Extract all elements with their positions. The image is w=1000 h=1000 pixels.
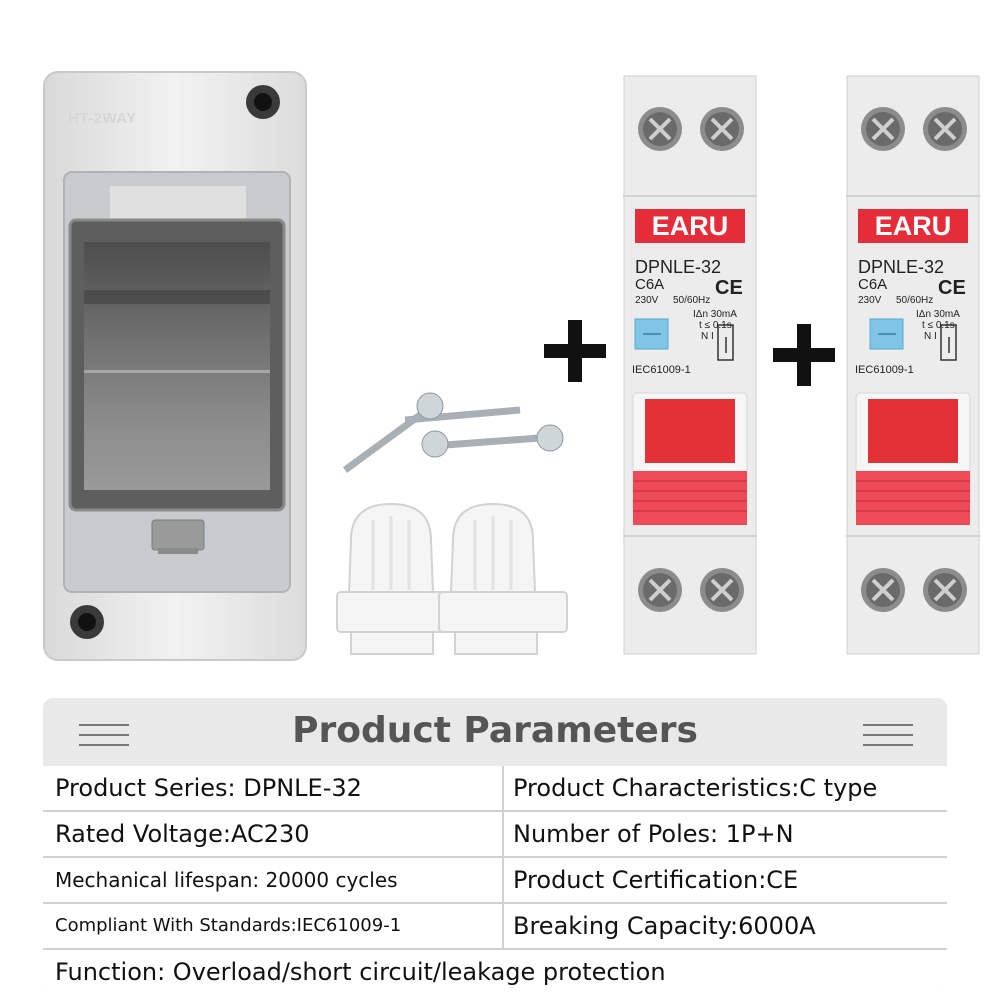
breaker-voltage: 230V bbox=[858, 295, 882, 306]
breaker-rating: C6A bbox=[635, 276, 665, 293]
breaker-leakage: IΔn 30mA bbox=[916, 309, 960, 320]
param-breaking-capacity: Breaking Capacity:6000A bbox=[513, 912, 816, 940]
param-number-of-poles: Number of Poles: 1P+N bbox=[513, 820, 794, 848]
breaker-frequency: 50/60Hz bbox=[673, 295, 711, 306]
product-parameters-panel: Product Parameters Product Series: DPNLE… bbox=[43, 698, 947, 990]
breaker-rating: C6A bbox=[858, 276, 888, 293]
plus-icon bbox=[544, 320, 606, 382]
breaker-leakage: IΔn 30mA bbox=[693, 309, 737, 320]
breaker-standard: IEC61009-1 bbox=[632, 364, 691, 376]
breaker-poles-mark: N I bbox=[924, 331, 937, 342]
param-product-certification: Product Certification:CE bbox=[513, 866, 799, 894]
enclosure-model-text: HT-2WAY bbox=[68, 110, 137, 127]
param-compliant-standards: Compliant With Standards:IEC61009-1 bbox=[55, 915, 402, 936]
table-row: Product Series: DPNLE-32 Product Charact… bbox=[43, 766, 947, 810]
breaker-frequency: 50/60Hz bbox=[896, 295, 934, 306]
parameters-header: Product Parameters bbox=[43, 698, 947, 766]
cable-glands-image bbox=[336, 502, 568, 655]
screws-image bbox=[342, 392, 564, 473]
product-scene: HT-2WAY bbox=[43, 71, 980, 661]
decor-lines-icon bbox=[863, 724, 913, 746]
breaker-model: DPNLE-32 bbox=[635, 257, 722, 277]
param-function: Function: Overload/short circuit/leakage… bbox=[55, 958, 666, 986]
table-row: Compliant With Standards:IEC61009-1 Brea… bbox=[43, 904, 947, 948]
breaker-trip-time: t ≤ 0.1s bbox=[699, 320, 732, 331]
plus-icon bbox=[773, 324, 835, 386]
table-row: Function: Overload/short circuit/leakage… bbox=[43, 950, 947, 990]
param-product-characteristics: Product Characteristics:C type bbox=[513, 774, 878, 802]
breaker-body bbox=[846, 75, 980, 655]
param-product-series: Product Series: DPNLE-32 bbox=[55, 774, 362, 802]
breaker-module: EARU DPNLE-32 C6A CE 230V 50/60Hz IΔn 30… bbox=[623, 75, 757, 655]
param-rated-voltage: Rated Voltage:AC230 bbox=[55, 820, 310, 848]
breaker-trip-time: t ≤ 0.1s bbox=[922, 320, 955, 331]
breaker-standard: IEC61009-1 bbox=[855, 364, 914, 376]
breaker-brand: EARU bbox=[651, 211, 729, 241]
breaker-brand: EARU bbox=[874, 211, 952, 241]
breaker-module: EARU DPNLE-32 C6A CE 230V 50/60Hz IΔn 30… bbox=[846, 75, 980, 655]
table-row: Mechanical lifespan: 20000 cycles Produc… bbox=[43, 858, 947, 902]
table-row: Rated Voltage:AC230 Number of Poles: 1P+… bbox=[43, 812, 947, 856]
ce-mark: CE bbox=[938, 277, 966, 299]
breaker-model: DPNLE-32 bbox=[858, 257, 945, 277]
param-mechanical-lifespan: Mechanical lifespan: 20000 cycles bbox=[55, 868, 398, 892]
breaker-voltage: 230V bbox=[635, 295, 659, 306]
breaker-poles-mark: N I bbox=[701, 331, 714, 342]
decor-lines-icon bbox=[79, 724, 129, 746]
ce-mark: CE bbox=[715, 277, 743, 299]
breaker-body bbox=[623, 75, 757, 655]
parameters-title: Product Parameters bbox=[292, 710, 698, 751]
enclosure-box bbox=[43, 71, 307, 661]
